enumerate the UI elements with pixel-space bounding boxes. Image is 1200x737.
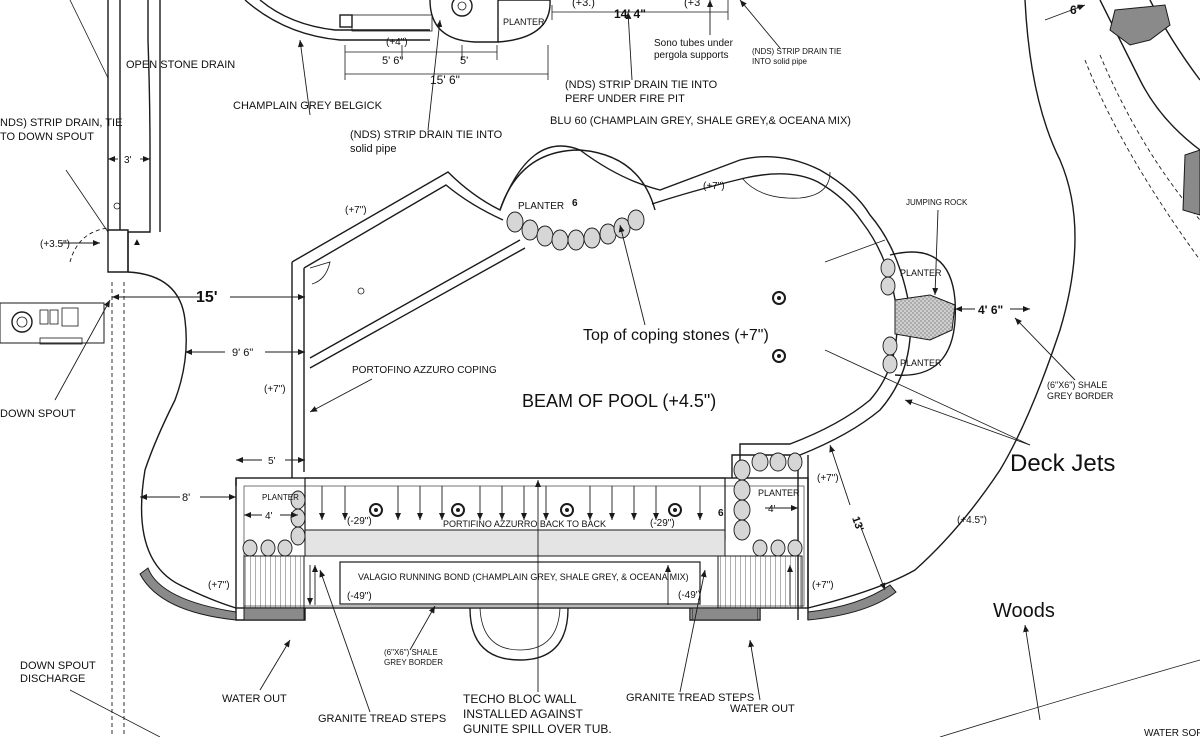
dim-5-6: 5' 6" (382, 55, 403, 67)
label-nds-perf-l1: (NDS) STRIP DRAIN TIE INTO (565, 79, 718, 91)
dim-4-left: 4' (265, 511, 273, 522)
dim-plus3: (+3.) (572, 0, 595, 9)
label-nds-tr-l2: INTO solid pipe (752, 57, 808, 66)
dim-plus4: (+4") (386, 37, 408, 48)
water-jet-arrows (319, 486, 703, 520)
right-rock-wall (1084, 0, 1200, 261)
dimension-labels: 14' 4" (+3.) (+3 (+4") 5' 6" 5' 15' 6" 3… (40, 0, 1080, 602)
dim-minus49-a: (-49") (347, 591, 372, 602)
label-portofino-back: PORTIFINO AZZURRO BACK TO BACK (443, 519, 606, 529)
dim-5-left: 5' (268, 456, 276, 467)
dim-plus3-5: (+3.5") (40, 239, 70, 250)
label-shale-right-l1: (6"X6") SHALE (1047, 380, 1107, 390)
label-granite-right: GRANITE TREAD STEPS (626, 692, 754, 704)
dim-plus7-a: (+7") (345, 205, 367, 216)
dim-minus29-b: (-29") (650, 518, 675, 529)
label-woods: Woods (993, 600, 1055, 622)
label-deck-jets: Deck Jets (1010, 450, 1115, 477)
label-champlain-belgick: CHAMPLAIN GREY BELGICK (233, 100, 383, 112)
label-water-out-left: WATER OUT (222, 693, 287, 705)
label-beam-of-pool: BEAM OF POOL (+4.5") (522, 391, 716, 411)
dim-6-planter: 6 (572, 198, 578, 209)
label-blu60: BLU 60 (CHAMPLAIN GREY, SHALE GREY,& OCE… (550, 115, 851, 127)
label-shale-bottom-l2: GREY BORDER (384, 658, 443, 667)
pool-shell (235, 145, 912, 661)
label-techo-l3: GUNITE SPILL OVER TUB. (463, 722, 612, 736)
dim-plus3-right: (+3 (684, 0, 700, 9)
dim-6: 6' (1070, 3, 1080, 17)
label-planter-top-small: PLANTER (503, 17, 545, 27)
dim-plus7-c: (+7") (703, 181, 725, 192)
down-spout-fixture (0, 302, 105, 345)
label-sono-l1: Sono tubes under (654, 38, 734, 49)
label-planter-left: PLANTER (262, 493, 299, 502)
drain-mark: ▲ (132, 237, 142, 248)
label-portofino-coping: PORTOFINO AZZURO COPING (352, 365, 497, 376)
dim-5: 5' (460, 55, 468, 67)
label-open-stone-drain: OPEN STONE DRAIN (126, 59, 235, 71)
leader-lines (54, 0, 1086, 737)
dim-plus7-b: (+7") (264, 384, 286, 395)
label-coping-stones: Top of coping stones (+7") (583, 327, 769, 344)
label-nds-perf-l2: PERF UNDER FIRE PIT (565, 93, 685, 105)
label-valagio: VALAGIO RUNNING BOND (CHAMPLAIN GREY, SH… (358, 572, 689, 582)
label-down-spout-discharge-l1: DOWN SPOUT (20, 660, 96, 672)
deck-outline (127, 0, 1200, 737)
label-sono-l2: pergola supports (654, 50, 729, 61)
left-wall-drain: ▲ (65, 0, 161, 273)
label-nds-solid-l1: (NDS) STRIP DRAIN TIE INTO (350, 129, 503, 141)
dim-15: 15' (196, 289, 218, 306)
dim-15-6: 15' 6" (430, 73, 460, 87)
label-shale-bottom-l1: (6"X6") SHALE (384, 648, 438, 657)
label-planter-bottom-right: PLANTER (758, 488, 800, 498)
label-nds-solid-l2: solid pipe (350, 143, 396, 155)
dim-4-right: 4' (768, 504, 776, 515)
label-strip-drain-l1: NDS) STRIP DRAIN, TIE (0, 117, 122, 129)
dim-plus4-5: (+4.5") (957, 515, 987, 526)
dim-9-6: 9' 6" (232, 347, 253, 359)
label-granite-left: GRANITE TREAD STEPS (318, 713, 446, 725)
top-patio (244, 0, 729, 80)
dim-plus7-e: (+7") (208, 580, 230, 591)
label-techo-l2: INSTALLED AGAINST (463, 707, 583, 721)
label-water-sof: WATER SOF (1144, 728, 1200, 737)
dim-13: 13' (849, 515, 865, 533)
label-nds-tr-l1: (NDS) STRIP DRAIN TIE (752, 47, 842, 56)
annotations: OPEN STONE DRAIN NDS) STRIP DRAIN, TIE T… (0, 17, 1200, 737)
label-planter-top: PLANTER (518, 201, 564, 212)
dim-6-right-planter: 6 (718, 508, 724, 519)
label-water-out-right: WATER OUT (730, 703, 795, 715)
deck-jet-marks (357, 287, 786, 517)
dim-3: 3' (124, 155, 132, 166)
dim-4-6: 4' 6" (978, 303, 1003, 317)
dim-8: 8' (182, 492, 190, 504)
dim-minus49-b: (-49') (678, 590, 701, 601)
label-planter-right-top: PLANTER (900, 268, 942, 278)
dim-plus7-d: (+7") (817, 473, 839, 484)
dim-plus7-f: (+7") (812, 580, 834, 591)
label-down-spout-discharge-l2: DISCHARGE (20, 673, 85, 685)
label-jumping-rock: JUMPING ROCK (906, 198, 968, 207)
coping-stones (242, 209, 956, 557)
label-techo-l1: TECHO BLOC WALL (463, 692, 577, 706)
dim-14-4: 14' 4" (614, 7, 646, 21)
label-planter-right-bottom: PLANTER (900, 358, 942, 368)
planters (499, 149, 957, 376)
label-down-spout: DOWN SPOUT (0, 408, 76, 420)
label-shale-right-l2: GREY BORDER (1047, 391, 1114, 401)
dim-minus29-a: (-29") (347, 516, 372, 527)
label-strip-drain-l2: TO DOWN SPOUT (0, 131, 94, 143)
